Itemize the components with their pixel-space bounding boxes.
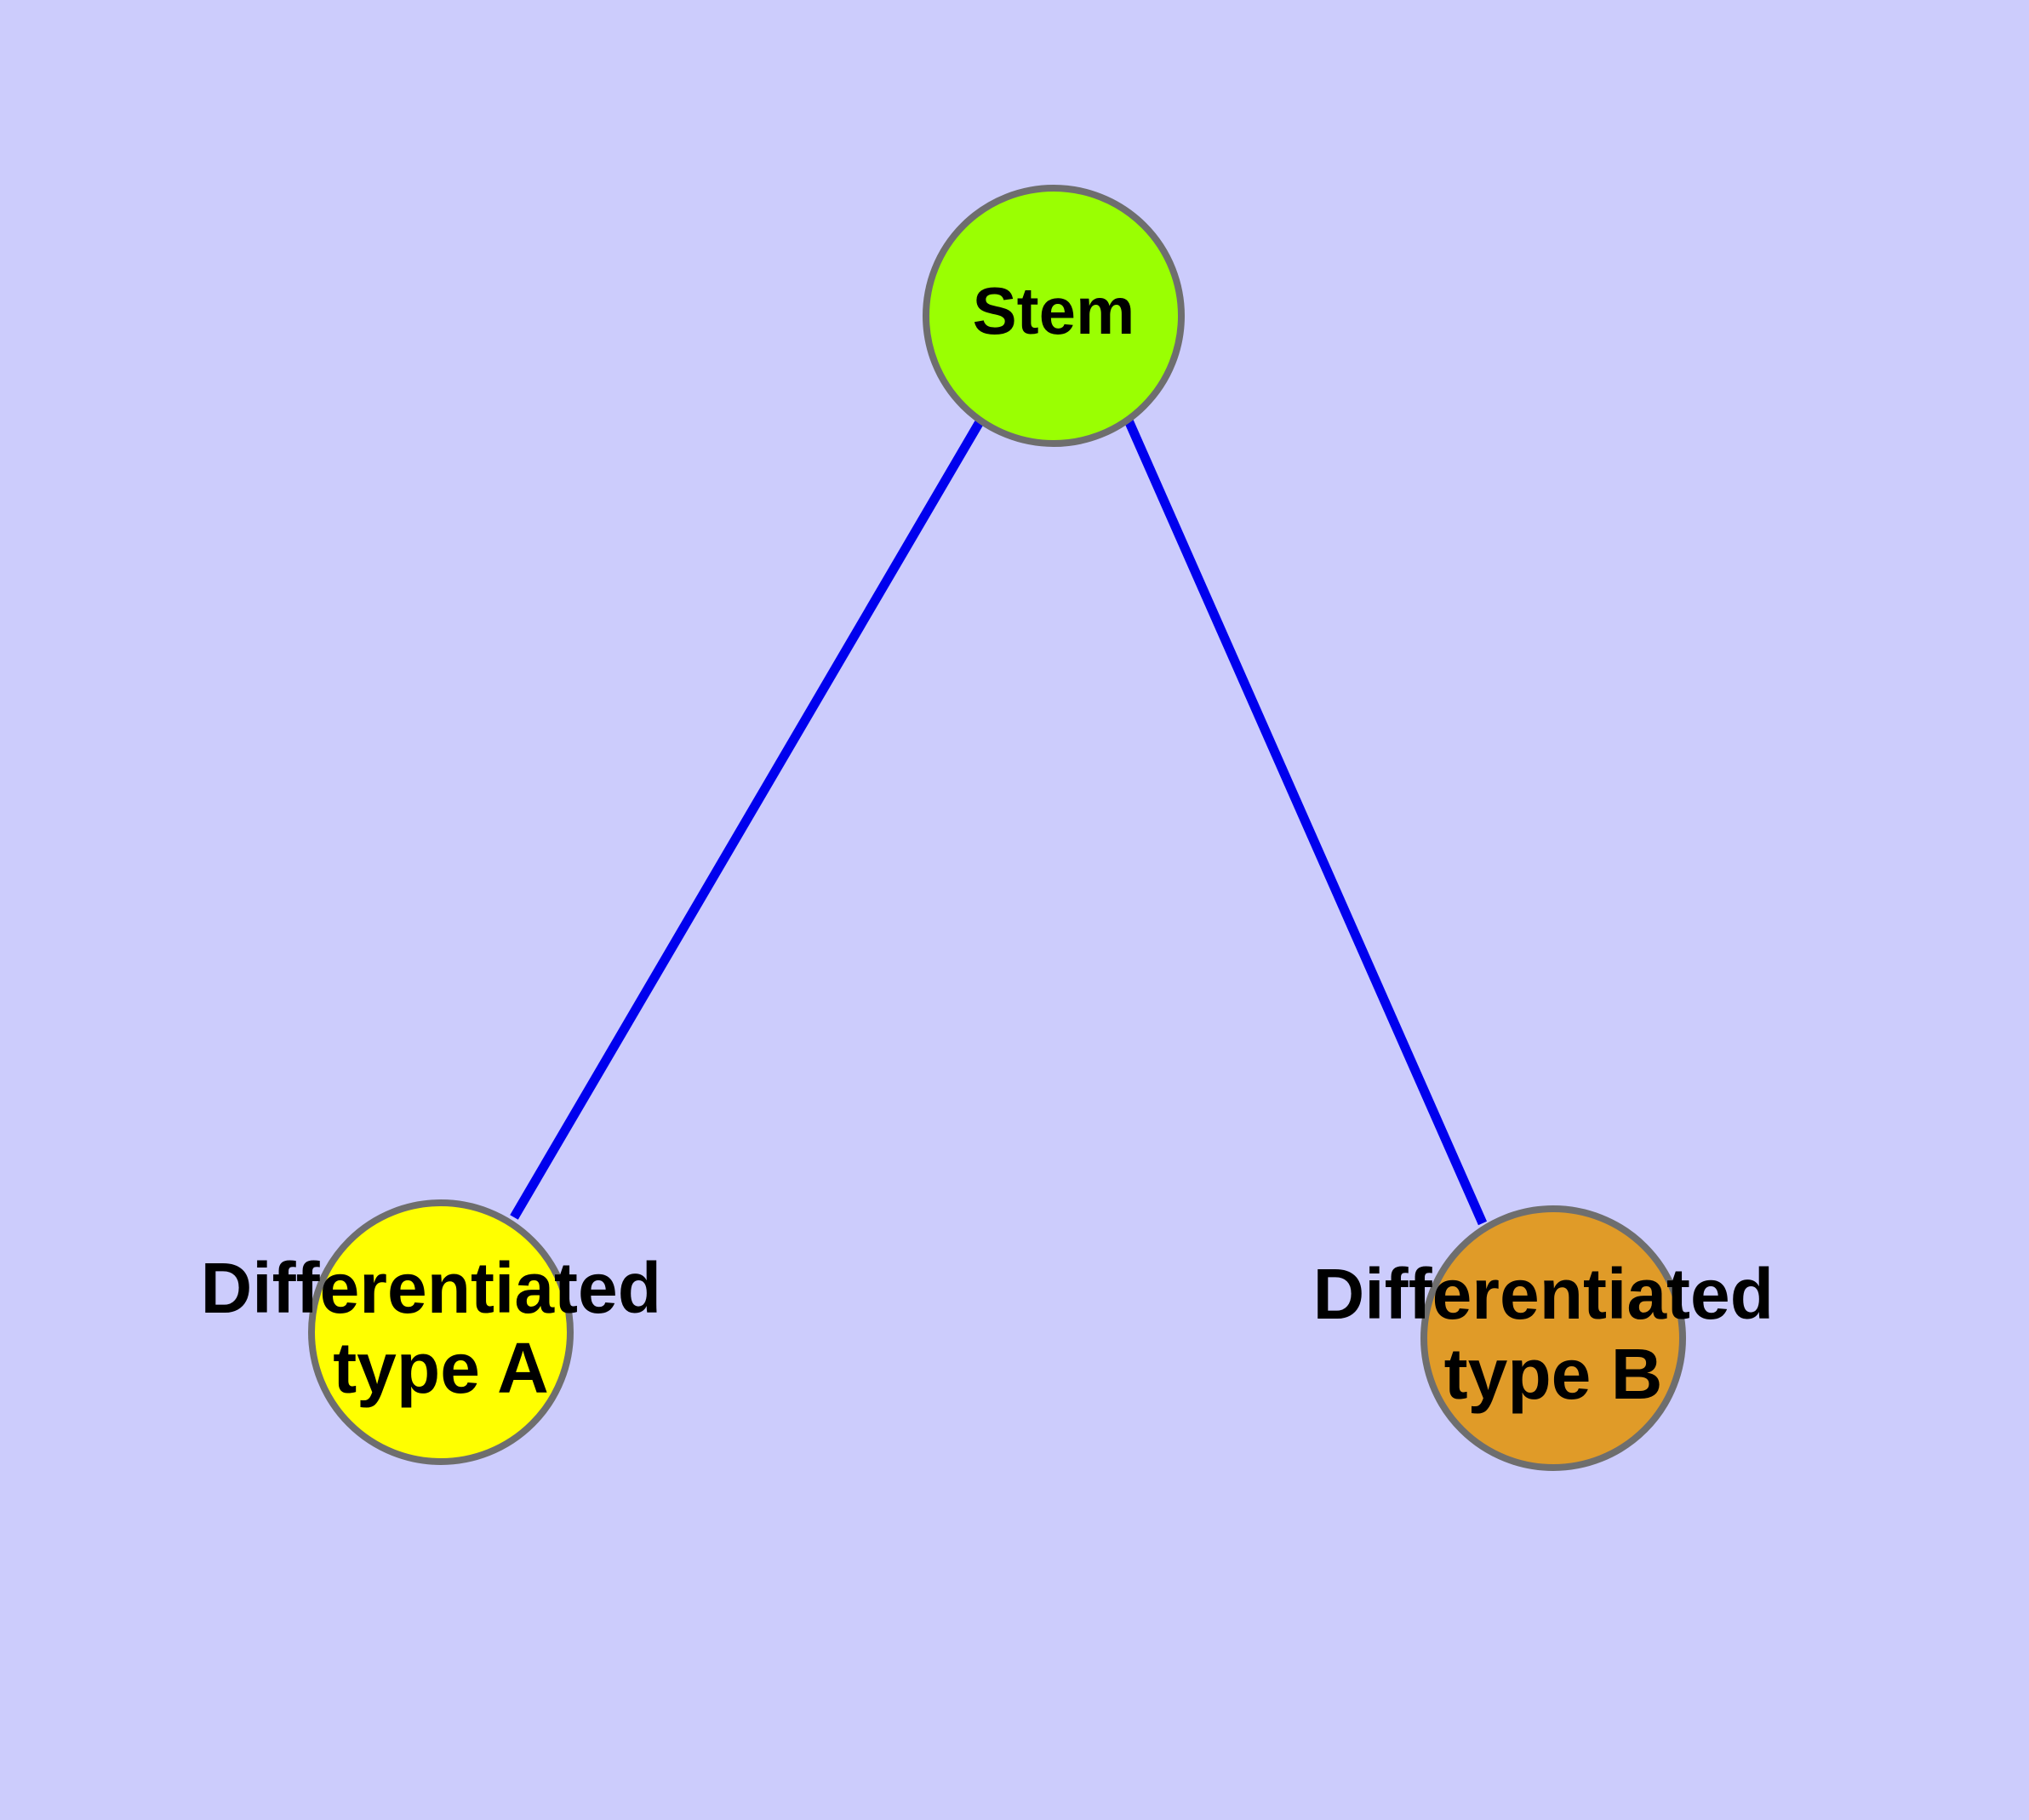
node-differentiated-type-b-label-line-1: Differentiated (1313, 1254, 1774, 1334)
node-differentiated-type-b[interactable]: Differentiated type B (1313, 1205, 1794, 1471)
node-differentiated-type-a[interactable]: Differentiated type A (201, 1199, 682, 1465)
node-differentiated-type-a-label: Differentiated type A (201, 1248, 682, 1408)
node-stem[interactable]: Stem (923, 185, 1185, 447)
node-stem-label: Stem (973, 273, 1135, 348)
node-differentiated-type-a-label-line-2: type A (333, 1328, 549, 1408)
node-differentiated-type-b-label: Differentiated type B (1313, 1254, 1794, 1414)
node-differentiated-type-a-circle[interactable] (308, 1199, 574, 1465)
node-differentiated-type-b-circle[interactable] (1420, 1205, 1686, 1471)
edges-layer (510, 418, 1488, 1226)
node-stem-circle[interactable] (923, 185, 1185, 447)
node-differentiated-type-a-label-line-1: Differentiated (201, 1248, 661, 1328)
edge-stem-to-differentiated-type-a[interactable] (510, 418, 985, 1220)
node-differentiated-type-b-label-line-2: type B (1444, 1334, 1663, 1414)
nodes-layer: Stem Differentiated type A Differentiate… (201, 185, 1794, 1471)
node-stem-label-line-1: Stem (973, 273, 1135, 348)
edge-stem-to-differentiated-type-b[interactable] (1123, 418, 1488, 1226)
